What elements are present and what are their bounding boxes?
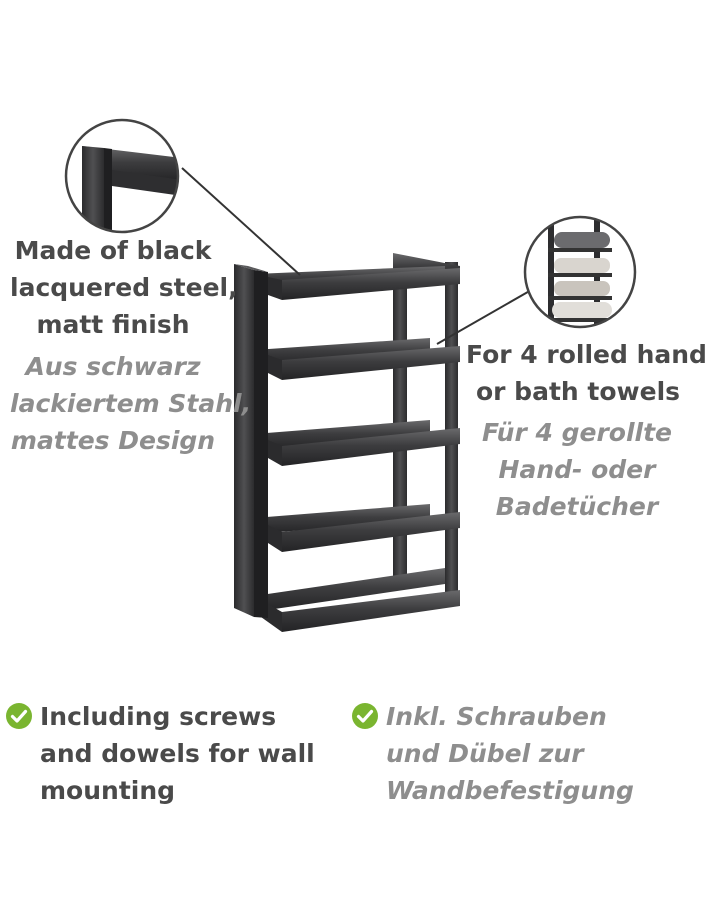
- callout-right-en-line: or bath towels: [475, 377, 681, 406]
- towel-rack-image: [234, 253, 460, 632]
- callout-left-en-line: matt finish: [36, 310, 190, 339]
- rack-shelf-arms: [254, 266, 460, 632]
- callout-right-german: Für 4 gerollte Hand- oder Badetücher: [470, 414, 684, 525]
- callout-left-en-line: Made of black: [14, 236, 212, 265]
- feature-de-line: Inkl. Schrauben: [386, 702, 607, 731]
- feature-en-line: Including screws: [40, 702, 277, 731]
- feature-english: Including screws and dowels for wall mou…: [40, 698, 315, 809]
- callout-right-en-line: For 4 rolled hand: [466, 340, 707, 369]
- detail-circle-rolled-towels: [523, 215, 637, 329]
- callout-left-de-line: mattes Design: [10, 426, 216, 455]
- callout-right-de-line: Für 4 gerollte: [481, 418, 672, 447]
- callout-left-en-line: lacquered steel,: [10, 273, 238, 302]
- rack-front-post-inner: [254, 270, 268, 618]
- callout-left-de-line: lackiertem Stahl,: [10, 389, 252, 418]
- feature-german: Inkl. Schrauben und Dübel zur Wandbefest…: [386, 698, 634, 809]
- callout-right-de-line: Badetücher: [495, 492, 659, 521]
- check-circle-icon: [6, 703, 32, 729]
- callout-graphics: [64, 118, 637, 345]
- callout-right-de-line: Hand- oder: [498, 455, 656, 484]
- rack-front-post-outer: [234, 264, 254, 617]
- callout-left-english: Made of black lacquered steel, matt fini…: [10, 232, 238, 343]
- callout-left-de-line: Aus schwarz: [25, 352, 201, 381]
- feature-de-line: Wandbefestigung: [386, 776, 634, 805]
- feature-de-line: und Dübel zur: [386, 739, 584, 768]
- feature-en-line: mounting: [40, 776, 176, 805]
- detail-circle-steel-corner: [64, 118, 180, 234]
- rack-back-post-right: [445, 262, 458, 592]
- feature-en-line: and dowels for wall: [40, 739, 315, 768]
- check-circle-icon: [352, 703, 378, 729]
- callout-left-german: Aus schwarz lackiertem Stahl, mattes Des…: [10, 348, 252, 459]
- callout-right-english: For 4 rolled hand or bath towels: [466, 336, 707, 410]
